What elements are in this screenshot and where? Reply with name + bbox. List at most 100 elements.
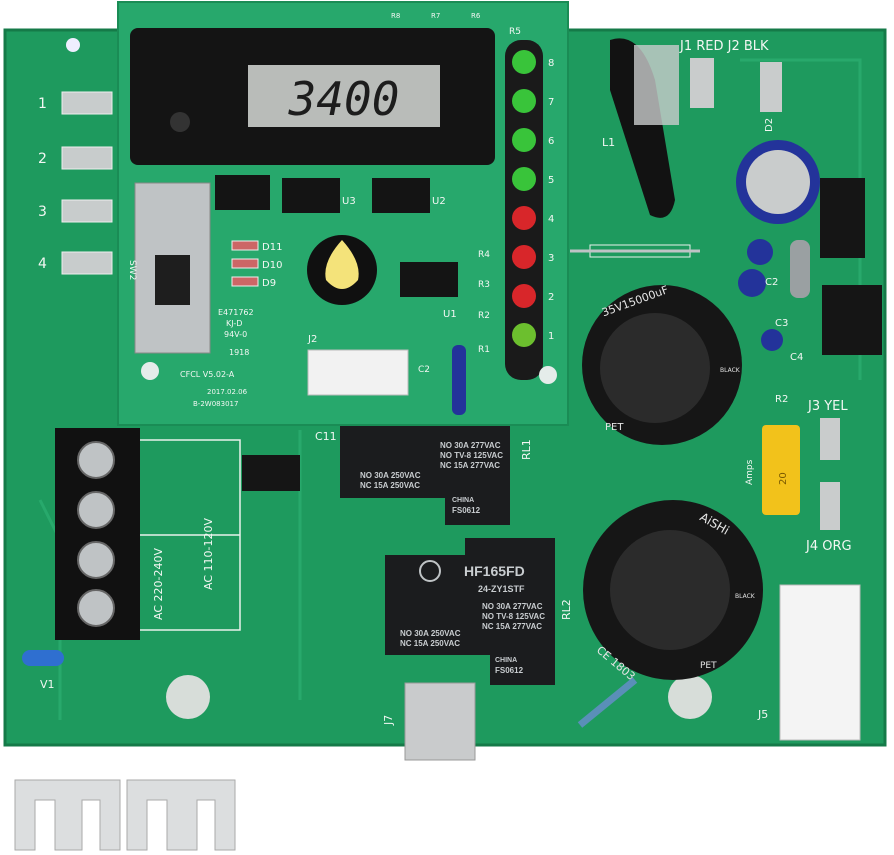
rl2-label: RL2 — [560, 599, 573, 620]
d9-label: D9 — [262, 278, 276, 289]
tab-label-2: 2 — [38, 151, 47, 167]
j5-connector — [779, 584, 861, 741]
led-number-label: 7 — [548, 97, 554, 108]
rl1-spec: NO TV-8 125VAC — [440, 451, 503, 460]
led-indicator — [512, 284, 536, 308]
u1-label: U1 — [443, 309, 457, 320]
rl2-spec: NC 15A 277VAC — [482, 622, 542, 631]
c2-main-label: C2 — [765, 277, 778, 288]
inductor-wire — [610, 38, 675, 218]
j4-terminal — [820, 482, 840, 530]
led-number-label: 3 — [548, 253, 554, 264]
capacitor-c2 — [452, 345, 466, 415]
led-indicator — [512, 167, 536, 191]
kj-label: KJ-D — [226, 319, 242, 328]
led-indicator — [512, 245, 536, 269]
capacitor-sleeve: PET — [605, 422, 624, 433]
date-label: 2017.02.06 — [207, 388, 248, 396]
relay-model: 24-ZY1STF — [478, 584, 525, 594]
r2-label: R2 — [478, 311, 490, 321]
r1-label: R1 — [478, 345, 490, 355]
capacitor-bottom: AiSHi CE 1803 PET BLACK — [583, 500, 763, 683]
l1-label: L1 — [602, 136, 615, 149]
fuse — [762, 425, 800, 515]
j4-label: J4 ORG — [805, 539, 852, 554]
screw-terminal-block: AC 220-240V AC 110-120V V1 — [22, 428, 241, 691]
v1-label: V1 — [40, 678, 55, 691]
c3-label: C3 — [775, 318, 788, 329]
tab-label-1: 1 — [38, 96, 47, 112]
capacitor-stripe: BLACK — [720, 367, 741, 374]
tab-label-4: 4 — [38, 256, 47, 272]
u2-label: U2 — [432, 196, 446, 207]
j1-terminal — [690, 58, 714, 108]
regulator — [822, 285, 882, 355]
capacitor-sleeve: PET — [700, 661, 717, 671]
c4-label: C4 — [790, 352, 803, 363]
rl2-spec: NO 30A 250VAC — [400, 629, 461, 638]
rl1-origin: CHINA — [452, 497, 474, 504]
relay-rl1: NO 30A 277VAC NO TV-8 125VAC NC 15A 277V… — [340, 425, 533, 525]
led-number-label: 5 — [548, 175, 554, 186]
rl2-spec: NO 30A 277VAC — [482, 602, 543, 611]
cert-label: E471762 — [218, 308, 254, 317]
ac-high-label: AC 220-240V — [152, 548, 165, 620]
fuse-rating: 20 — [778, 472, 789, 485]
led-number-label: 8 — [548, 58, 554, 69]
u3-label: U3 — [342, 196, 356, 207]
date-code-label: 1918 — [229, 348, 249, 357]
rating-label: 94V-0 — [224, 330, 247, 339]
d2-label: D2 — [764, 118, 775, 132]
led-indicator — [512, 128, 536, 152]
r8-label: R8 — [391, 12, 400, 20]
tab-label-3: 3 — [38, 204, 47, 220]
ac-low-label: AC 110-120V — [202, 518, 215, 590]
lcd-screen — [248, 65, 440, 127]
led-number-label: 6 — [548, 136, 554, 147]
j2-label: J2 — [307, 334, 317, 345]
j7-connector — [404, 682, 476, 761]
l1-pad — [634, 45, 679, 125]
serial-label: B-2W083017 — [193, 400, 238, 408]
d10-label: D10 — [262, 260, 282, 271]
r2-main-label: R2 — [775, 394, 788, 405]
r7-label: R7 — [431, 12, 440, 20]
j3-label: J3 YEL — [807, 399, 848, 414]
led-number-label: 2 — [548, 292, 554, 303]
spade-terminals: 1 2 3 4 — [38, 91, 113, 275]
rl2-spec: NO TV-8 125VAC — [482, 612, 545, 621]
led-indicator — [512, 89, 536, 113]
r4-label: R4 — [478, 250, 490, 260]
c2-label: C2 — [418, 365, 430, 375]
lcd-reading: 3400 — [288, 72, 400, 126]
rl1-spec: NO 30A 277VAC — [440, 441, 501, 450]
model-label: CFCL V5.02-A — [180, 370, 235, 379]
rl1-code: FS0612 — [452, 506, 481, 515]
j7-label: J7 — [382, 715, 395, 726]
j2-connector — [307, 349, 409, 396]
led-number-label: 1 — [548, 331, 554, 342]
led-indicator — [512, 50, 536, 74]
j3-terminal — [820, 418, 840, 460]
rl1-spec: NO 30A 250VAC — [360, 471, 421, 480]
capacitor-stripe: BLACK — [735, 593, 756, 600]
r6-label: R6 — [471, 12, 481, 20]
r3-label: R3 — [478, 280, 490, 290]
d11-label: D11 — [262, 242, 282, 253]
led-indicator — [512, 206, 536, 230]
j2-terminal — [760, 62, 782, 112]
metal-clips — [14, 779, 236, 851]
amps-label: Amps — [745, 459, 755, 485]
j5-label: J5 — [757, 708, 768, 721]
control-board: 3400 R8 R7 R6 R5 U3 U2 U1 SW2 D11 D10 D9… — [117, 1, 569, 426]
hf-logo — [419, 560, 441, 582]
resistor — [577, 677, 638, 728]
rl2-code: FS0612 — [495, 666, 524, 675]
rl2-spec: NC 15A 250VAC — [400, 639, 460, 648]
rl1-spec: NC 15A 250VAC — [360, 481, 420, 490]
led-indicator — [512, 323, 536, 347]
rl2-origin: CHINA — [495, 657, 517, 664]
sw2-label: SW2 — [127, 260, 137, 280]
ic-chip — [242, 455, 300, 491]
